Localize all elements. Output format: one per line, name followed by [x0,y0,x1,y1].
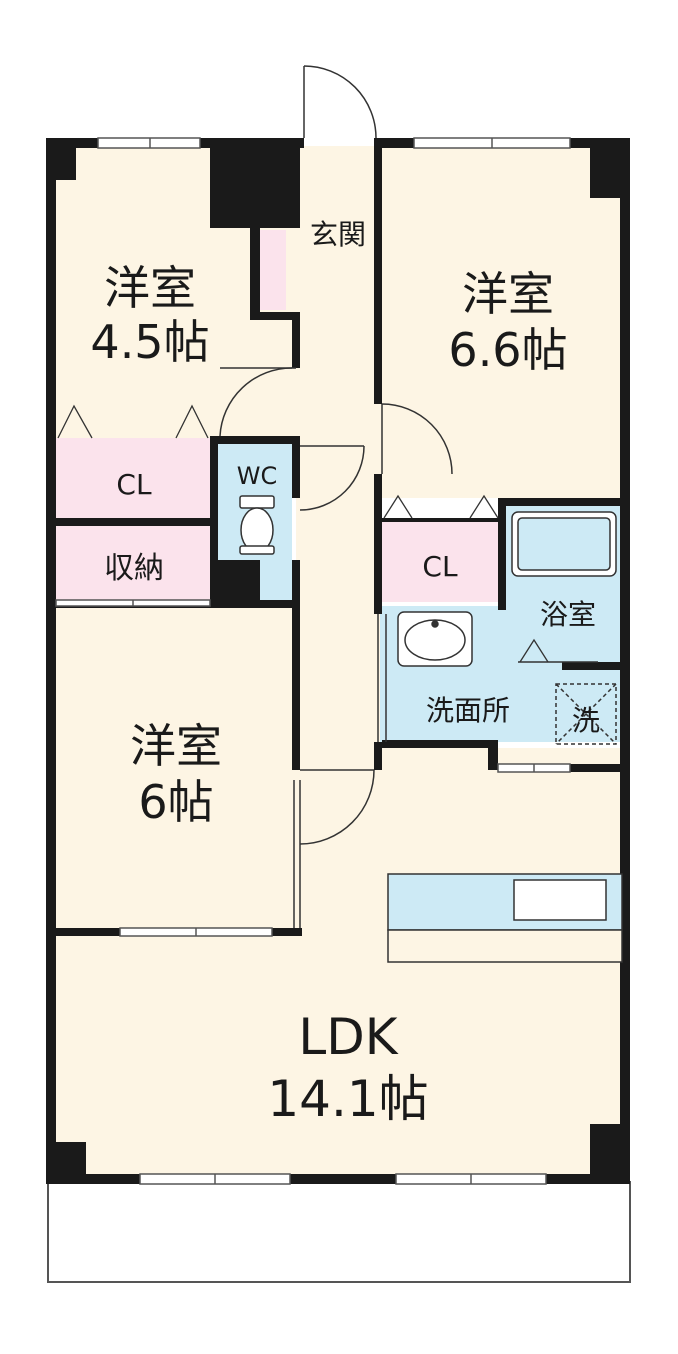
wall-hall-left [292,312,300,368]
toilet [239,495,275,555]
closet-door-marks [57,404,549,663]
kitchen-counter [387,873,623,963]
wall-bath-left [498,498,506,610]
pillar-mid [210,138,300,228]
door-front-arc [303,65,377,139]
door-room6-arc [299,769,375,845]
wall-left [46,138,56,1182]
window-room45 [97,137,201,149]
wall-bath-top [498,498,628,506]
pillar-tr [590,138,630,198]
wall-room6-bottom [54,928,120,936]
entrance-label: 玄関 [310,218,366,251]
pillar-bl [46,1142,86,1184]
bathtub [511,511,617,577]
closet-right-floor [380,518,498,602]
wall-bottom [46,1174,630,1184]
wall-wash-step [488,740,498,770]
closet-right-label: CL [422,550,458,583]
wall-wc-bottom [210,600,300,608]
wall-bath-bottom [562,662,628,670]
wall-wc-top [214,436,300,444]
pillar-tl [46,138,76,180]
room-western-45-name: 洋室 [104,261,196,315]
walls [46,138,630,1184]
closet-left-floor [54,438,214,522]
door-wc-arc [299,445,365,511]
wall-hall-right [374,138,382,404]
wall-cl-right-top [380,518,500,522]
doors [219,65,598,928]
storage-floor [54,522,214,606]
fixtures [239,495,623,963]
wall-hall-right-2 [374,474,382,614]
room-western-6-name: 洋室 [130,719,222,773]
closet-left-label: CL [116,468,152,501]
room-western-6-size: 6帖 [138,775,213,829]
wall-hall-right-3 [374,742,382,770]
wall-wash-bottom [382,740,492,748]
door-room45-arc [219,367,293,437]
room-western-66-size: 6.6帖 [448,323,567,377]
wash-basin [397,611,473,667]
wall-entrance-step [250,312,300,320]
door-room66-arc [381,403,453,475]
pillar-br [590,1124,630,1184]
wall-wc-block [210,560,260,606]
entrance-closet-floor [260,230,286,310]
labels: 洋室 4.5帖 洋室 6.6帖 洋室 6帖 LDK 14.1帖 玄関 WC CL… [90,218,600,1128]
room-western-66-name: 洋室 [462,267,554,321]
ldk-floor-upper [296,748,622,778]
wall-wash-bottom-2 [570,764,630,772]
ldk-size: 14.1帖 [267,1070,428,1128]
wall-entrance-left [250,224,260,320]
hallway-floor [296,146,380,766]
wall-hall-left-2 [292,436,300,498]
window-mullions [132,138,535,1184]
washer-space [555,683,617,745]
wall-room6-bottom-2 [272,928,302,936]
bathroom-label: 浴室 [540,598,596,631]
wall-cl-div [54,518,214,526]
room-western-66-floor [380,146,622,498]
wc-label: WC [237,462,278,490]
room-western-45-size: 4.5帖 [90,315,209,369]
wall-right [620,138,630,1182]
washroom-label: 洗面所 [426,694,510,727]
storage-label: 収納 [104,551,164,586]
balcony [47,1181,631,1283]
washer-label: 洗 [572,704,600,737]
ldk-name: LDK [298,1008,398,1066]
wall-hall-left-3 [292,560,300,770]
